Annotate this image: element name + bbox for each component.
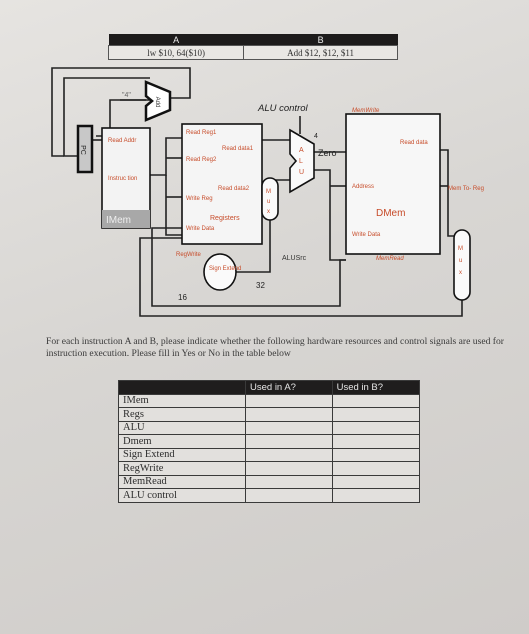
dmem-read-data: Read data — [400, 140, 428, 146]
memtoreg-label: Mem To- Reg — [448, 186, 484, 192]
answer-cell-b[interactable] — [331, 461, 421, 476]
answer-table: Used in A? Used in B? IMem Regs ALU Dmem… — [118, 380, 421, 503]
answer-cell-a[interactable] — [245, 447, 333, 462]
answer-cell-a[interactable] — [245, 420, 333, 435]
col-a-header: A — [108, 34, 244, 46]
mux1-letter-u: u — [267, 199, 270, 205]
table-row: ALU control — [118, 488, 421, 503]
read-data2-label: Read data2 — [218, 186, 250, 192]
imem-name: IMem — [106, 215, 131, 226]
answer-cell-a[interactable] — [245, 461, 333, 476]
read-data1-label: Read data1 — [222, 146, 254, 152]
answer-cell-a[interactable] — [245, 488, 333, 503]
memread-label: MemRead — [376, 256, 404, 262]
alu-letter-a: A — [299, 147, 304, 154]
register-file — [181, 123, 263, 245]
write-data-label: Write Data — [186, 226, 215, 232]
read-reg2-label: Read Reg2 — [186, 157, 217, 163]
pc-label: PC — [79, 145, 86, 155]
sign-in-bits: 16 — [178, 293, 187, 302]
table-row: Dmem — [118, 434, 421, 449]
regwrite-label: RegWrite — [176, 252, 202, 258]
table-row: Regs — [118, 407, 421, 422]
memtoreg-mux — [453, 229, 471, 301]
table-row: MemRead — [118, 474, 421, 489]
instruction-b: Add $12, $12, $11 — [243, 45, 398, 60]
header-used-in-b: Used in B? — [331, 380, 421, 395]
instruction-a: lw $10, 64($10) — [107, 45, 245, 60]
adder-label: Add — [154, 97, 160, 108]
alusrc-label: ALUSrc — [282, 255, 307, 262]
alu-letter-l: L — [299, 158, 303, 165]
alu-letter-u: U — [299, 169, 304, 176]
row-label: RegWrite — [118, 461, 246, 476]
table-row: RegWrite — [118, 461, 421, 476]
answer-cell-a[interactable] — [245, 474, 333, 489]
imem-read-addr: Read Addr — [108, 138, 136, 144]
answer-cell-a[interactable] — [245, 393, 333, 408]
dmem-write-data: Write Data — [352, 232, 381, 238]
memwrite-label: MemWrite — [352, 108, 380, 114]
answer-cell-a[interactable] — [245, 407, 333, 422]
datapath-diagram: PC Add "4" Read Addr Instruc tion IMem R… — [51, 67, 484, 317]
header-used-in-a: Used in A? — [245, 380, 333, 395]
row-label: ALU — [118, 420, 246, 435]
pc-adder — [144, 80, 172, 122]
table-row: Sign Extend — [118, 447, 421, 462]
table-row: ALU — [118, 420, 421, 435]
instructions-paragraph: For each instruction A and B, please ind… — [46, 336, 504, 359]
registers-name: Registers — [210, 215, 240, 222]
row-label: Regs — [118, 407, 246, 422]
row-label: ALU control — [118, 488, 246, 503]
read-reg1-label: Read Reg1 — [186, 130, 217, 136]
sign-extend-unit — [203, 253, 237, 291]
answer-cell-a[interactable] — [245, 434, 333, 449]
row-label: Dmem — [118, 434, 246, 449]
mux2-letter-u: u — [459, 258, 462, 264]
answer-cell-b[interactable] — [331, 434, 421, 449]
alusrc-mux — [261, 177, 279, 221]
mux1-letter-x: x — [267, 209, 270, 215]
alu-control-label: ALU control — [257, 103, 309, 114]
mux1-letter-m: M — [266, 189, 271, 195]
sign-extend-label: Sign Extend — [209, 266, 241, 272]
alu-control-bits: 4 — [314, 133, 318, 140]
row-label: Sign Extend — [118, 447, 246, 462]
imem-instruction: Instruc tion — [108, 176, 137, 182]
dmem-name: DMem — [376, 208, 405, 219]
mux2-letter-m: M — [458, 246, 463, 252]
alu-unit — [289, 128, 315, 194]
instruction-table: A B lw $10, 64($10) Add $12, $12, $11 — [107, 34, 398, 60]
header-blank — [118, 380, 246, 395]
col-b-header: B — [243, 34, 398, 46]
dmem-address: Address — [352, 184, 374, 190]
constant-four: "4" — [122, 92, 131, 99]
pc-register — [76, 124, 94, 174]
row-label: IMem — [118, 393, 246, 408]
mux2-letter-x: x — [459, 270, 462, 276]
sign-out-bits: 32 — [256, 281, 265, 290]
table-row: IMem — [118, 393, 421, 408]
answer-cell-b[interactable] — [331, 474, 421, 489]
answer-cell-b[interactable] — [331, 447, 421, 462]
zero-label: Zero — [318, 148, 337, 158]
answer-cell-b[interactable] — [331, 407, 421, 422]
write-reg-label: Write Reg — [186, 196, 213, 202]
answer-cell-b[interactable] — [331, 488, 421, 503]
answer-cell-b[interactable] — [331, 420, 421, 435]
row-label: MemRead — [118, 474, 246, 489]
dmem-block — [345, 113, 441, 255]
answer-cell-b[interactable] — [331, 393, 421, 408]
